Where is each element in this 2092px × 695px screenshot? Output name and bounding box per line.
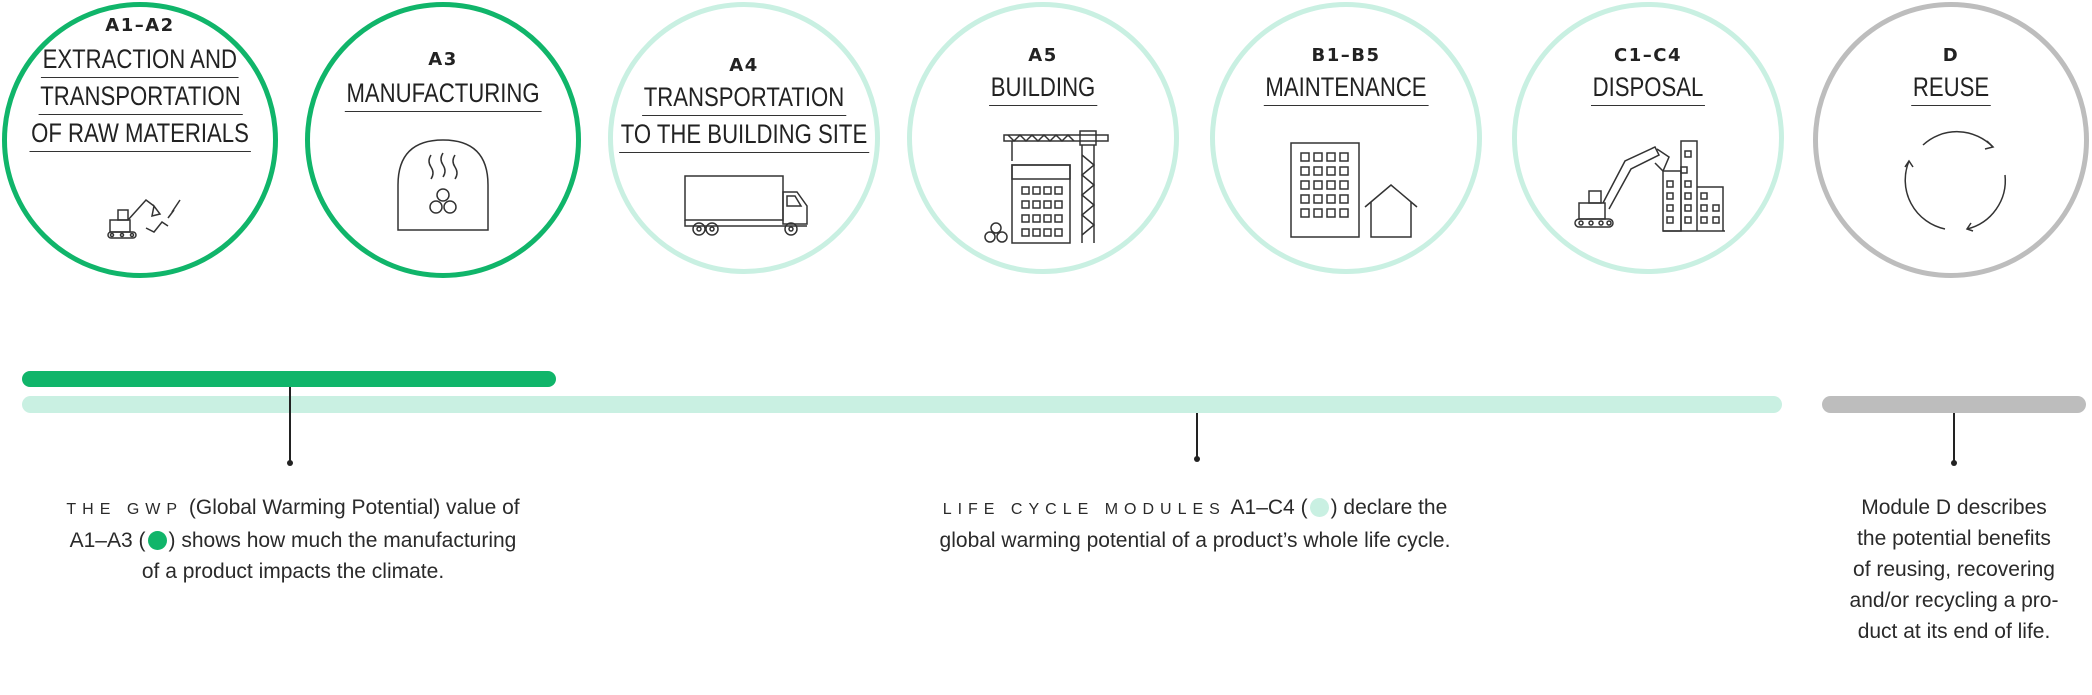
lifecycle-connector [1196, 413, 1198, 459]
lifecycle-text: global warming potential of a product’s … [939, 529, 1451, 552]
gwp-a1-a3-bar [22, 371, 556, 387]
module-d-text: Module D describes [1861, 496, 2047, 519]
module-d: D REUSE [1813, 2, 2089, 278]
module-title-line: MAINTENANCE [1263, 69, 1429, 106]
module-code: B1–B5 [1311, 45, 1381, 66]
gwp-text: (Global Warming Potential) value of [183, 496, 520, 519]
module-title-line: EXTRACTION AND [41, 41, 239, 78]
module-title-line: DISPOSAL [1590, 69, 1706, 106]
gwp-text: of a product impacts the climate. [141, 560, 445, 583]
gwp-note: THE GWP (Global Warming Potential) value… [28, 492, 558, 587]
module-d-connector-dot [1951, 460, 1957, 466]
gwp-lead: THE GWP [66, 501, 184, 518]
module-code: A5 [1028, 45, 1058, 66]
module-title-line: REUSE [1911, 69, 1991, 106]
module-a3: A3 MANUFACTURING [305, 2, 581, 278]
module-code: D [1942, 45, 1960, 66]
module-a4: A4 TRANSPORTATION TO THE BUILDING SITE [608, 2, 880, 274]
cycle-arrows-icon [1904, 130, 2007, 232]
truck-icon [684, 175, 808, 236]
module-title: MAINTENANCE [1246, 69, 1447, 106]
building-house-icon [1290, 142, 1418, 238]
kiln-icon [397, 139, 489, 231]
module-code: A3 [428, 49, 458, 70]
module-b1-b5: B1–B5 MAINTENANCE [1210, 2, 1482, 274]
module-code: A1–A2 [105, 15, 175, 36]
excavator-icon [107, 198, 181, 239]
demolition-icon [1574, 140, 1725, 232]
module-title-line: OF RAW MATERIALS [29, 115, 251, 152]
module-code: A4 [729, 55, 759, 76]
module-title-line: TO THE BUILDING SITE [619, 116, 869, 153]
light-green-dot-icon [1309, 498, 1329, 517]
module-title: REUSE [1902, 69, 1999, 106]
lifecycle-a1-c4-bar [22, 396, 1782, 413]
module-title-line: TRANSPORTATION [38, 78, 242, 115]
module-d-text: and/or recycling a pro- [1849, 589, 2059, 612]
lifecycle-connector-dot [1194, 456, 1200, 462]
gwp-connector-dot [287, 460, 293, 466]
gwp-text: ) shows how much the manufacturing [168, 529, 517, 552]
module-title: DISPOSAL [1578, 69, 1717, 106]
module-d-bar [1822, 396, 2086, 413]
module-d-note: Module D describes the potential benefit… [1829, 492, 2079, 647]
module-title: BUILDING [977, 69, 1109, 106]
module-code: C1–C4 [1614, 45, 1682, 66]
lifecycle-text: A1–C4 ( [1225, 496, 1308, 519]
module-a1-a2: A1–A2 EXTRACTION AND TRANSPORTATION OF R… [2, 2, 278, 278]
module-d-connector [1953, 413, 1955, 463]
module-title-line: MANUFACTURING [344, 75, 542, 112]
module-c1-c4: C1–C4 DISPOSAL [1512, 2, 1784, 274]
crane-building-icon [984, 130, 1109, 244]
gwp-connector [289, 387, 291, 463]
module-d-text: of reusing, recovering [1853, 558, 2055, 581]
green-dot-icon [147, 531, 167, 550]
lifecycle-note: LIFE CYCLE MODULES A1–C4 () declare the … [880, 492, 1510, 556]
lifecycle-text: ) declare the [1330, 496, 1448, 519]
module-title: MANUFACTURING [323, 75, 563, 112]
module-title-line: BUILDING [989, 69, 1097, 106]
module-title: TRANSPORTATION TO THE BUILDING SITE [592, 79, 897, 153]
module-d-text: duct at its end of life. [1857, 620, 2051, 643]
lifecycle-lead: LIFE CYCLE MODULES [942, 501, 1226, 518]
module-title: EXTRACTION AND TRANSPORTATION OF RAW MAT… [5, 41, 275, 152]
gwp-text: A1–A3 ( [69, 529, 146, 552]
module-title-line: TRANSPORTATION [642, 79, 846, 116]
module-a5: A5 BUILDING [907, 2, 1179, 274]
module-d-text: the potential benefits [1857, 527, 2051, 550]
